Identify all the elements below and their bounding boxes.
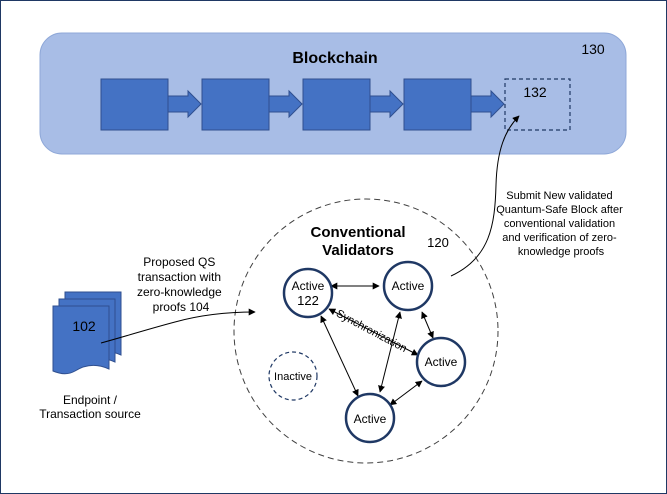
proposed-tx-line-1: Proposed QS xyxy=(143,255,215,269)
submit-note-line-2: Quantum-Safe Block after xyxy=(496,204,623,216)
blockchain-title: Blockchain xyxy=(292,50,377,67)
validator-node-top xyxy=(382,260,434,312)
validator-node-top-label: Active xyxy=(392,279,425,293)
validator-node-inactive xyxy=(268,351,318,401)
link-122-bottom xyxy=(320,315,359,397)
document-icon xyxy=(52,305,110,375)
validators-boundary xyxy=(233,198,499,464)
proposed-tx-line-4: proofs 104 xyxy=(153,300,210,314)
block-arrow-1 xyxy=(167,89,202,119)
submit-note: Submit New validated Quantum-Safe Block … xyxy=(496,190,626,258)
block-2 xyxy=(201,78,270,131)
submit-note-line-1: Submit New validated xyxy=(506,190,612,202)
proposed-tx-note: Proposed QS transaction with zero-knowle… xyxy=(137,255,225,314)
validators-title-line-1: Conventional xyxy=(310,224,405,241)
validators-title-line-2: Validators xyxy=(322,242,394,259)
endpoint-caption-line-2: Transaction source xyxy=(39,407,141,421)
link-top-right xyxy=(421,311,434,339)
new-block xyxy=(504,78,571,131)
block-arrow-3 xyxy=(369,89,404,119)
proposed-tx-line-3: zero-knowledge xyxy=(137,285,222,299)
block-arrow-4 xyxy=(470,89,505,119)
submit-note-line-3: conventional validation xyxy=(504,218,615,230)
block-4 xyxy=(403,78,472,131)
validator-node-inactive-label: Inactive xyxy=(274,371,312,383)
validator-node-right-label: Active xyxy=(425,355,458,369)
block-1 xyxy=(100,78,169,131)
link-right-bottom xyxy=(389,380,423,406)
block-3 xyxy=(302,78,371,131)
submit-note-line-5: knowledge proofs xyxy=(518,246,605,258)
link-top-bottom xyxy=(378,311,402,393)
document-label: 102 xyxy=(72,318,96,334)
validator-node-122 xyxy=(282,267,334,319)
proposed-tx-line-2: transaction with xyxy=(138,270,221,284)
validator-node-122-ref: 122 xyxy=(297,293,319,308)
endpoint-caption-line-1: Endpoint / xyxy=(63,393,118,407)
submit-note-line-4: and verification of zero- xyxy=(502,232,617,244)
block-arrow-2 xyxy=(268,89,303,119)
validators-ref: 120 xyxy=(427,235,449,250)
proposed-tx-arrow xyxy=(100,308,256,344)
validator-node-bottom xyxy=(344,392,396,444)
validator-node-bottom-label: Active xyxy=(354,412,387,426)
new-block-label: 132 xyxy=(523,84,547,100)
blockchain-ref: 130 xyxy=(581,41,605,57)
validator-node-122-label: Active xyxy=(292,279,325,293)
validator-node-right xyxy=(415,336,467,388)
